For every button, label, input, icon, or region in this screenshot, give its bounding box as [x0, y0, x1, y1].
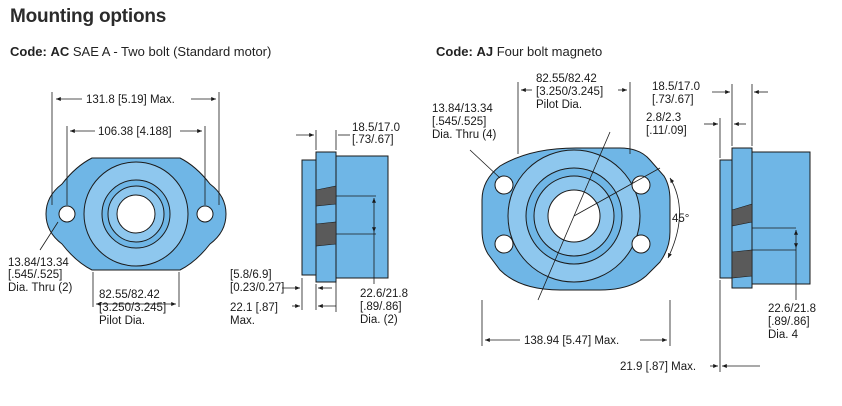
ac-bore-3: Dia. (2): [360, 314, 398, 326]
right-code-label: Code:: [436, 44, 473, 59]
aj-bolt-hole-1: [494, 175, 514, 195]
right-description: Four bolt magneto: [496, 44, 603, 59]
ac-bolt-hole-right: [196, 205, 214, 223]
left-code: AC: [50, 44, 70, 59]
left-description: SAE A - Two bolt (Standard motor): [72, 44, 272, 59]
ac-depth-1: 22.1 [.87]: [230, 302, 278, 314]
page-title: Mounting options: [10, 6, 167, 27]
aj-bolt-hole-4: [631, 234, 651, 254]
aj-bore-2: [.89/.86]: [768, 316, 810, 328]
ac-flange-thk-2: [.73/.67]: [352, 134, 394, 146]
aj-hole-dia-3: Dia. Thru (4): [432, 129, 497, 141]
aj-pilot-1: 82.55/82.42: [536, 73, 597, 85]
ac-pilot-1: 82.55/82.42: [99, 289, 160, 301]
ac-depth-2: Max.: [230, 315, 255, 327]
ac-front-view: [45, 157, 227, 271]
aj-overall-width: 138.94 [5.47] Max.: [524, 335, 619, 347]
ac-bolt-hole-left: [58, 205, 76, 223]
aj-hole-dia-1: 13.84/13.34: [432, 103, 493, 115]
ac-pilot-depth-1: [5.8/6.9]: [230, 269, 272, 281]
aj-side-view: [719, 147, 811, 289]
ac-pilot-depth-2: [0.23/0.27]: [230, 282, 284, 294]
aj-pilot-depth-2: [.11/.09]: [646, 125, 687, 137]
ac-hole-dia-1: 13.84/13.34: [8, 257, 69, 269]
ac-dimensions: [39, 92, 220, 307]
aj-depth: 21.9 [.87] Max.: [620, 361, 696, 373]
ac-bore-2: [.89/.86]: [360, 301, 402, 313]
aj-bore-1: 22.6/21.8: [768, 303, 816, 315]
aj-hole-dia-2: [.545/.525]: [432, 116, 486, 128]
ac-side-dimensions: [282, 130, 376, 312]
ac-flange-thk-1: 18.5/17.0: [352, 122, 400, 134]
ac-pilot-3: Pilot Dia.: [99, 315, 145, 327]
ac-bore-1: 22.6/21.8: [360, 288, 408, 300]
right-code: AJ: [476, 44, 494, 59]
ac-bolt-spacing: 106.38 [4.188]: [98, 126, 172, 138]
ac-overall-width: 131.8 [5.19] Max.: [86, 94, 175, 106]
aj-bolt-hole-3: [494, 234, 514, 254]
left-code-label: Code:: [10, 44, 47, 59]
ac-pilot-2: [3.250/3.245]: [99, 302, 166, 314]
aj-flange-thk-1: 18.5/17.0: [652, 81, 700, 93]
aj-bore-3: Dia. 4: [768, 329, 799, 341]
ac-hole-dia-3: Dia. Thru (2): [8, 282, 73, 294]
ac-hole-dia-2: [.545/.525]: [8, 269, 62, 281]
aj-side-dimensions: [704, 84, 798, 372]
aj-flange-thk-2: [.73/.67]: [652, 94, 694, 106]
aj-pilot-2: [3.250/3.245]: [536, 86, 603, 98]
aj-dimensions: [469, 82, 680, 346]
left-caption: Code: AC SAE A - Two bolt (Standard moto…: [10, 44, 271, 59]
aj-pilot-3: Pilot Dia.: [536, 99, 582, 111]
ac-side-view: [301, 151, 389, 283]
aj-angle: 45°: [672, 213, 689, 225]
aj-front-view: [481, 147, 671, 291]
right-caption: Code: AJ Four bolt magneto: [436, 44, 602, 59]
aj-pilot-depth-1: 2.8/2.3: [646, 112, 681, 124]
aj-bolt-hole-2: [631, 175, 651, 195]
